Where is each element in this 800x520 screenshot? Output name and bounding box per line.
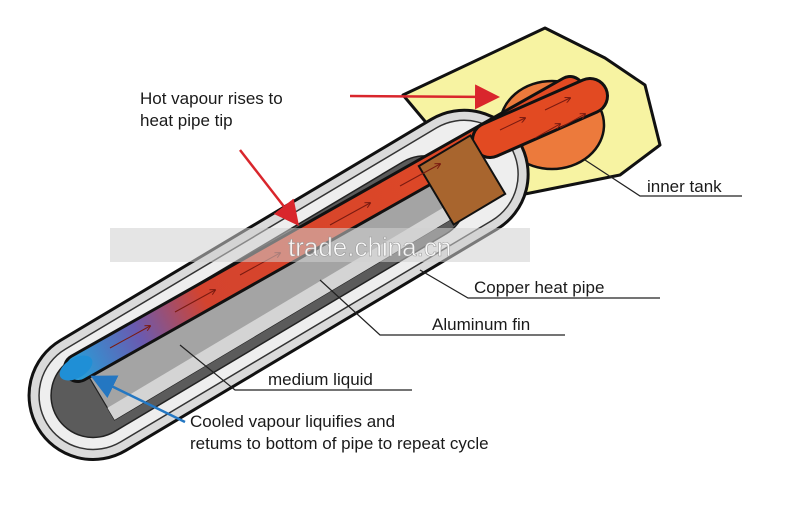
watermark-text: trade.china.cn <box>288 232 451 262</box>
watermark-band <box>110 228 530 262</box>
hot-vapour-arrow <box>349 84 500 110</box>
medium-liquid-blob <box>59 355 93 381</box>
hot-vapour-label-line2: heat pipe tip <box>140 111 233 130</box>
copper-collar <box>417 134 507 226</box>
cooled-vapour-label-line2: retums to bottom of pipe to repeat cycle <box>190 434 489 453</box>
cooled-vapour-label-line1: Cooled vapour liquifies and <box>190 412 395 431</box>
flow-arrows <box>109 98 585 349</box>
hot-vapour-label-line1: Hot vapour rises to <box>140 89 283 108</box>
leader-lines <box>179 159 742 391</box>
medium-liquid-label: medium liquid <box>268 370 373 389</box>
cooled-vapour-arrow <box>90 375 186 424</box>
heat-pipe-tip-arrow <box>239 149 300 226</box>
inner-tank-label: inner tank <box>647 177 722 196</box>
aluminum-fin-label: Aluminum fin <box>432 315 530 334</box>
copper-heat-pipe-label: Copper heat pipe <box>474 278 604 297</box>
